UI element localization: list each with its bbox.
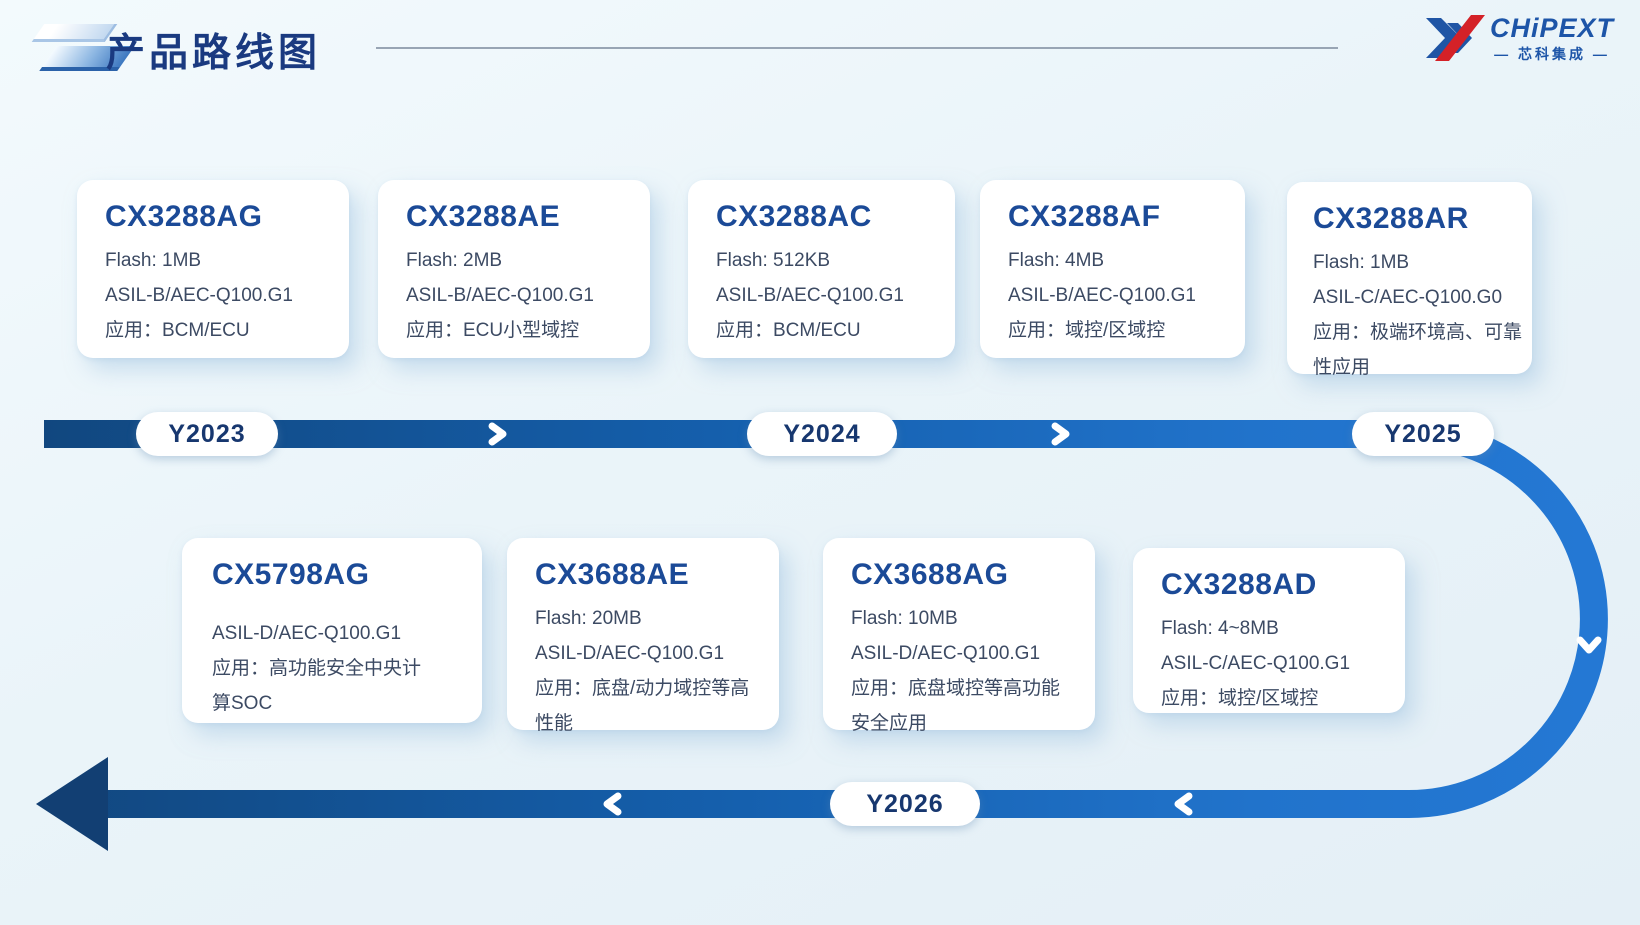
product-spec-line: Flash: 1MB <box>105 250 202 271</box>
brand-subtitle: — 芯科集成 — <box>1494 46 1610 62</box>
product-spec-line: 应用：域控/区域控 <box>1161 688 1319 709</box>
product-name: CX3688AE <box>535 558 690 591</box>
product-spec-line: ASIL-B/AEC-Q100.G1 <box>406 285 594 306</box>
product-name: CX3288AR <box>1313 202 1469 235</box>
chevron-left-icon <box>1174 792 1193 816</box>
product-spec-line: ASIL-B/AEC-Q100.G1 <box>716 285 904 306</box>
year-pill-y2024: Y2024 <box>747 412 897 456</box>
product-card-cx3688ag: CX3688AG Flash: 10MB ASIL-D/AEC-Q100.G1 … <box>823 538 1095 734</box>
product-spec-line: Flash: 20MB <box>535 608 642 629</box>
year-pill-y2025: Y2025 <box>1352 412 1494 456</box>
product-name: CX5798AG <box>212 558 370 591</box>
header-divider <box>376 47 1338 49</box>
year-pill-y2023: Y2023 <box>136 412 278 456</box>
chevron-left-icon <box>603 792 622 816</box>
product-spec-line: 应用：底盘域控等高功能安全应用 <box>851 678 1061 734</box>
product-name: CX3688AG <box>851 558 1009 591</box>
product-card-cx5798ag: CX5798AG ASIL-D/AEC-Q100.G1 应用：高功能安全中央计算… <box>182 538 482 723</box>
product-spec-line: Flash: 4~8MB <box>1161 618 1279 639</box>
chevron-down-icon <box>1576 636 1602 654</box>
product-spec-line: ASIL-C/AEC-Q100.G1 <box>1161 653 1351 674</box>
brand-text: CHiPEXT — 芯科集成 — <box>1490 13 1615 62</box>
product-spec-line: Flash: 2MB <box>406 250 503 271</box>
product-spec-line: 应用：域控/区域控 <box>1008 320 1166 341</box>
product-name: CX3288AF <box>1008 200 1161 233</box>
product-spec-line: ASIL-B/AEC-Q100.G1 <box>1008 285 1196 306</box>
product-card-cx3688ae: CX3688AE Flash: 20MB ASIL-D/AEC-Q100.G1 … <box>507 538 779 734</box>
brand-name: CHiPEXT <box>1490 13 1615 43</box>
product-spec-line: Flash: 1MB <box>1313 252 1410 273</box>
product-spec-line: Flash: 512KB <box>716 250 831 271</box>
product-spec-line: 应用：极端环境高、可靠性应用 <box>1313 322 1523 378</box>
product-card-cx3288af: CX3288AF Flash: 4MB ASIL-B/AEC-Q100.G1 应… <box>980 180 1245 358</box>
chipext-x-icon <box>1426 15 1485 61</box>
product-name: CX3288AC <box>716 200 872 233</box>
year-pill-y2026: Y2026 <box>830 782 980 826</box>
product-card-cx3288ac: CX3288AC Flash: 512KB ASIL-B/AEC-Q100.G1… <box>688 180 955 358</box>
product-spec-line: Flash: 10MB <box>851 608 958 629</box>
product-spec-line: 应用：高功能安全中央计算SOC <box>212 658 422 714</box>
product-spec-line: 应用：ECU小型域控 <box>406 320 580 341</box>
timeline-path <box>44 420 1608 818</box>
product-card-cx3288ar: CX3288AR Flash: 1MB ASIL-C/AEC-Q100.G0 应… <box>1287 182 1532 378</box>
product-card-cx3288ae: CX3288AE Flash: 2MB ASIL-B/AEC-Q100.G1 应… <box>378 180 650 358</box>
product-spec-line: ASIL-D/AEC-Q100.G1 <box>212 623 402 644</box>
timeline-arrowhead-icon <box>36 757 108 851</box>
product-spec-line: 应用：底盘/动力域控等高性能 <box>535 678 750 734</box>
product-card-cx3288ag: CX3288AG Flash: 1MB ASIL-B/AEC-Q100.G1 应… <box>77 180 349 358</box>
brand-logo: CHiPEXT — 芯科集成 — <box>1422 12 1614 64</box>
product-spec-line: ASIL-B/AEC-Q100.G1 <box>105 285 293 306</box>
product-card-cx3288ad: CX3288AD Flash: 4~8MB ASIL-C/AEC-Q100.G1… <box>1133 548 1405 713</box>
chevron-right-icon <box>1051 422 1070 446</box>
product-name: CX3288AE <box>406 200 561 233</box>
product-name: CX3288AD <box>1161 568 1317 601</box>
product-spec-line: ASIL-D/AEC-Q100.G1 <box>535 643 725 664</box>
product-name: CX3288AG <box>105 200 263 233</box>
product-spec-line: ASIL-D/AEC-Q100.G1 <box>851 643 1041 664</box>
product-spec-line: 应用：BCM/ECU <box>716 320 861 341</box>
product-spec-line: Flash: 4MB <box>1008 250 1105 271</box>
product-spec-line: ASIL-C/AEC-Q100.G0 <box>1313 287 1503 308</box>
page-title: 产品路线图 <box>106 32 322 75</box>
product-spec-line: 应用：BCM/ECU <box>105 320 250 341</box>
chevron-right-icon <box>488 422 507 446</box>
